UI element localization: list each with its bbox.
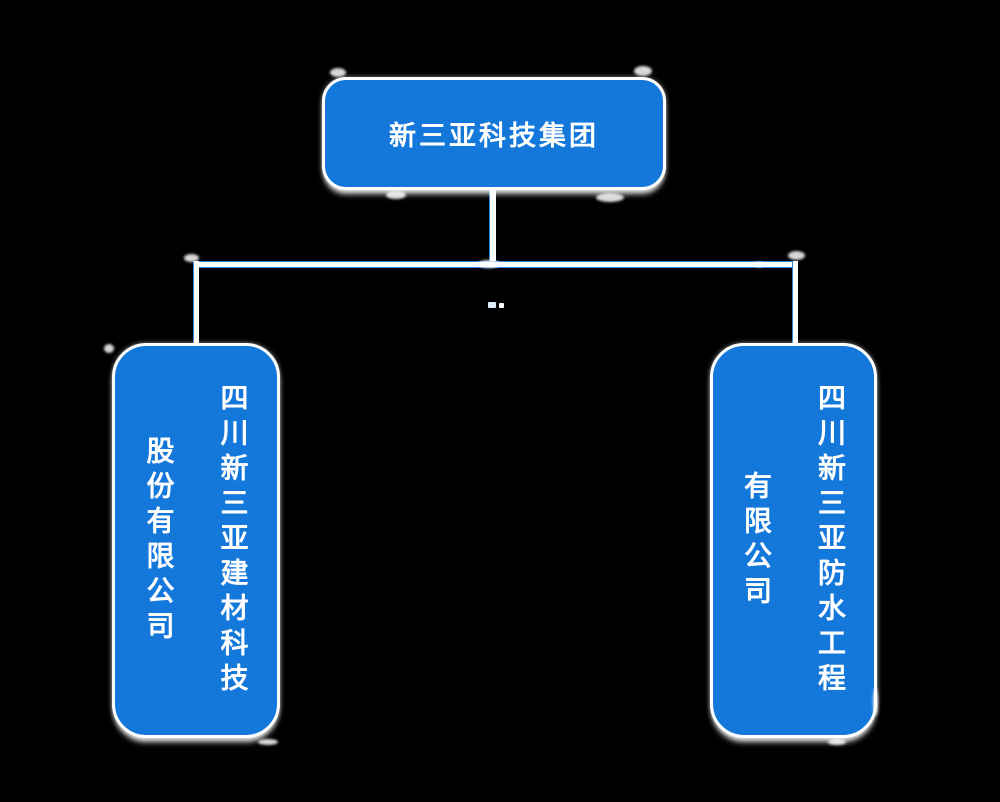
glow-artifact	[754, 262, 764, 267]
glow-artifact	[478, 260, 500, 268]
glow-artifact	[634, 66, 652, 76]
org-node-child-left[interactable]: 四川新三亚建材科技 股份有限公司	[112, 343, 280, 738]
connector-left-drop	[193, 261, 199, 346]
glow-artifact	[828, 739, 846, 745]
glow-artifact	[788, 251, 805, 260]
org-node-child-right-line-1: 四川新三亚防水工程	[814, 383, 847, 698]
dot-artifact	[488, 302, 496, 308]
glow-artifact	[258, 739, 278, 745]
glow-artifact	[596, 193, 624, 202]
glow-artifact	[330, 68, 346, 77]
glow-artifact	[104, 344, 114, 353]
glow-artifact	[184, 254, 199, 262]
glow-artifact	[873, 688, 878, 716]
org-node-child-right-label: 四川新三亚防水工程 有限公司	[701, 346, 886, 735]
org-node-child-right[interactable]: 四川新三亚防水工程 有限公司	[710, 343, 877, 738]
org-node-child-left-line-2: 股份有限公司	[142, 435, 176, 646]
glow-artifact	[386, 191, 406, 199]
dot-artifact	[499, 303, 504, 308]
connector-right-drop	[792, 261, 798, 346]
connector-root-drop	[489, 189, 496, 263]
org-node-child-left-line-1: 四川新三亚建材科技	[216, 383, 250, 698]
org-node-child-left-label: 四川新三亚建材科技 股份有限公司	[104, 346, 289, 735]
org-node-root[interactable]: 新三亚科技集团	[322, 77, 666, 190]
org-node-child-right-line-2: 有限公司	[740, 470, 773, 611]
org-node-root-label: 新三亚科技集团	[389, 121, 599, 152]
